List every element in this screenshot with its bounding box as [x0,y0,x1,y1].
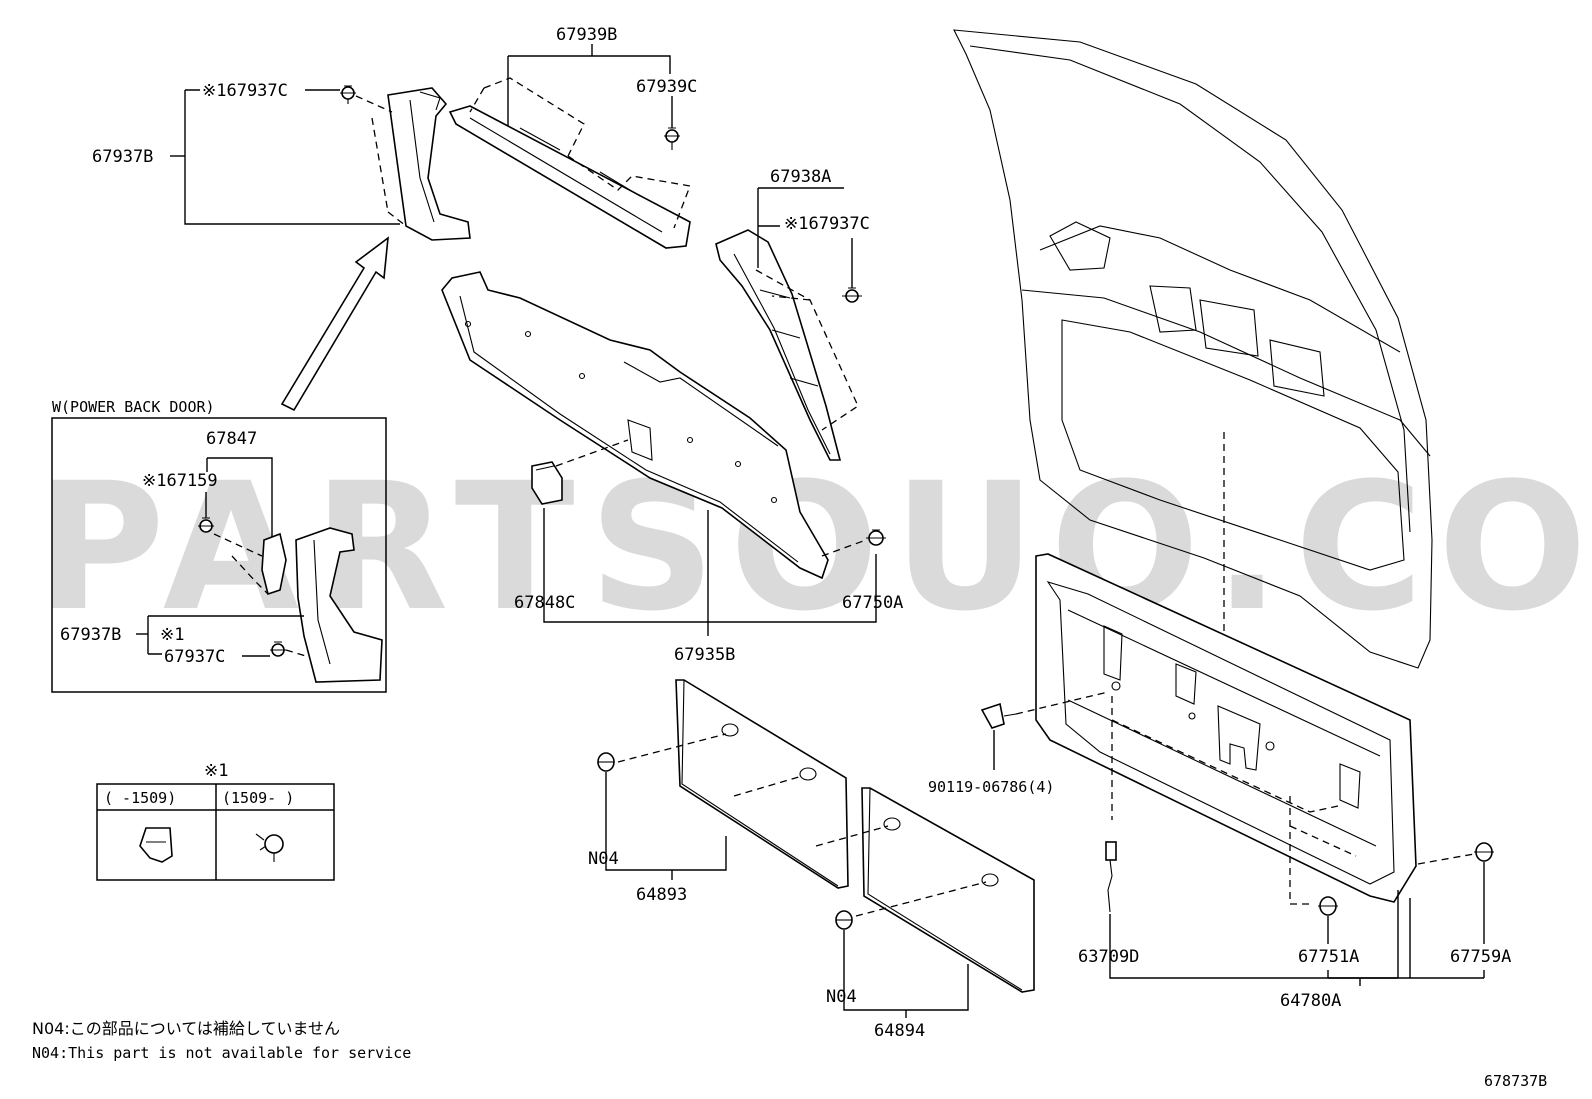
legend-table [96,783,335,881]
clip-new-icon [255,833,284,862]
label-67939C[interactable]: 67939C [636,77,697,97]
inset-label-67847[interactable]: 67847 [206,429,257,449]
legend-col-left: ( -1509) [104,789,176,807]
label-64780A[interactable]: 64780A [1280,991,1341,1011]
part-63709D-harness[interactable] [1105,841,1117,913]
label-67939B[interactable]: 67939B [556,25,617,45]
legend-mark: ※1 [204,761,228,781]
label-67937C-top[interactable]: ※167937C [202,81,288,101]
label-67937C-right[interactable]: ※167937C [784,214,870,234]
clip-old-icon [139,827,173,863]
footnote-en: N04:This part is not available for servi… [32,1044,411,1062]
clip-icon [866,529,886,546]
part-64893-panel[interactable] [675,679,849,889]
label-67759A[interactable]: 67759A [1450,947,1511,967]
legend-col-right: (1509- ) [222,789,294,807]
part-67935B-trim[interactable] [441,271,829,580]
bolt-icon [980,702,1017,729]
part-67847-bracket[interactable] [261,532,287,596]
part-67938A-pillar[interactable] [715,229,842,461]
label-67938A[interactable]: 67938A [770,167,831,187]
clip-icon [270,641,286,657]
inset-power-back-door [51,417,387,693]
label-67751A[interactable]: 67751A [1298,947,1359,967]
clip-icon [340,85,356,104]
part-67848C-cap[interactable] [531,461,563,505]
label-67848C[interactable]: 67848C [514,593,575,613]
clip-icon [835,910,853,930]
label-64894[interactable]: 64894 [874,1021,925,1041]
footnote-jp: N04:この部品については補給していません [32,1019,340,1038]
label-N04-b: N04 [826,987,857,1007]
part-67937B-pillar[interactable] [387,87,471,241]
inset-label-67937B[interactable]: 67937B [60,625,121,645]
part-67937B-pillar-power[interactable] [295,527,383,683]
inset-label-67159[interactable]: ※167159 [142,471,218,491]
label-N04-a: N04 [588,849,619,869]
inset-label-67937C[interactable]: 67937C [164,647,225,667]
diagram-code: 678737B [1484,1072,1547,1090]
part-67939B-trim[interactable] [448,105,691,249]
label-67935B[interactable]: 67935B [674,645,735,665]
label-63709D[interactable]: 63709D [1078,947,1139,967]
part-64780A-panel[interactable] [1035,553,1417,903]
arrow-icon [280,236,389,412]
clip-icon [1474,842,1494,862]
label-67750A[interactable]: 67750A [842,593,903,613]
part-64894-panel[interactable] [861,787,1035,993]
label-67937B-top[interactable]: 67937B [92,147,153,167]
label-90119-06786[interactable]: 90119-06786(4) [928,778,1054,796]
clip-icon [1318,896,1338,916]
clip-icon [842,287,862,303]
clip-icon [664,127,680,150]
inset-note-mark: ※1 [160,625,184,645]
clip-icon [597,752,615,772]
inset-title: W(POWER BACK DOOR) [52,398,215,416]
label-64893[interactable]: 64893 [636,885,687,905]
back-door-body [953,29,1433,669]
